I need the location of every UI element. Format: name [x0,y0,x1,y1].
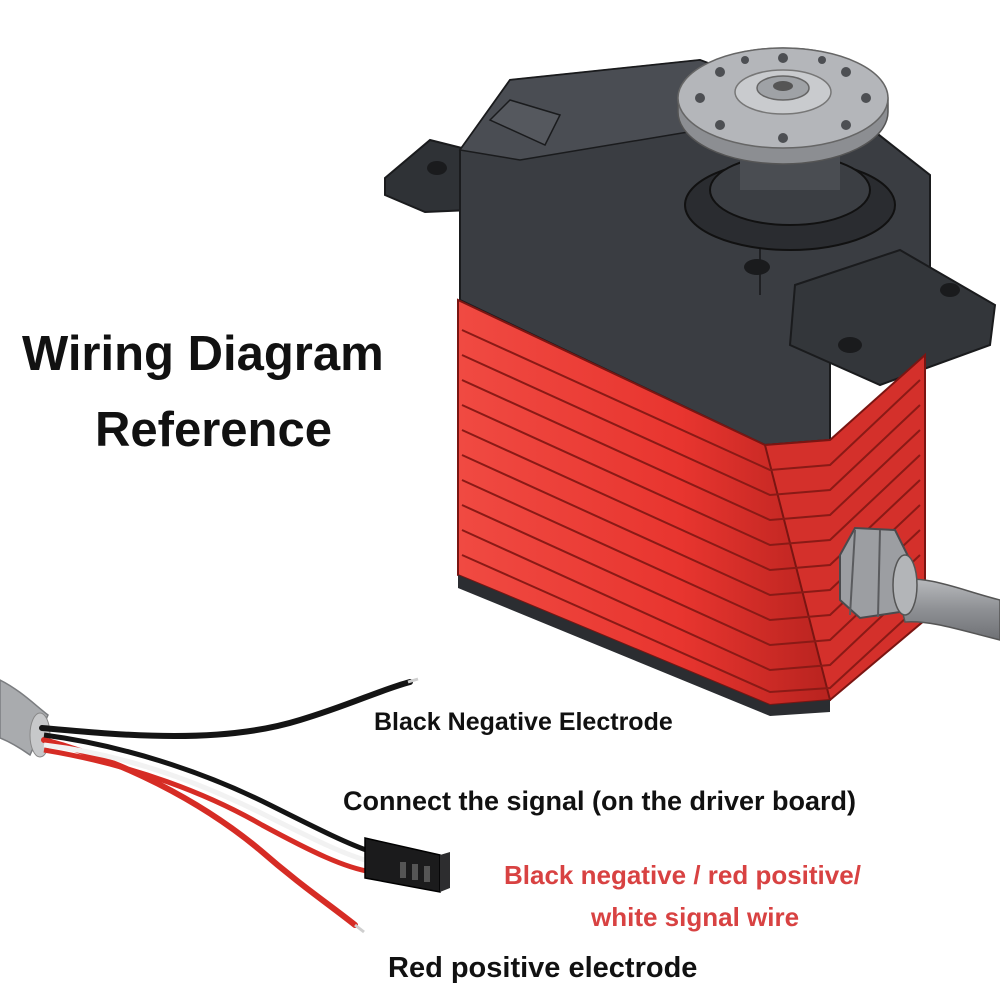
mounting-tab-right [788,248,997,387]
label-color-legend-line-1: Black negative / red positive/ [504,860,861,890]
mounting-tab-left [384,138,471,214]
label-color-legend-line-2: white signal wire [591,902,800,932]
servo-connector [364,837,450,893]
red-wire [41,737,358,928]
title-line-2: Reference [95,403,332,457]
label-red-positive: Red positive electrode [388,952,698,984]
black-wire [39,679,413,740]
wire-bundle [0,677,450,934]
title-line-1: Wiring Diagram [22,327,384,381]
servo-motor [384,47,1000,716]
label-black-negative: Black Negative Electrode [374,708,673,736]
servo-cable [894,578,1000,641]
label-signal: Connect the signal (on the driver board) [343,786,857,816]
